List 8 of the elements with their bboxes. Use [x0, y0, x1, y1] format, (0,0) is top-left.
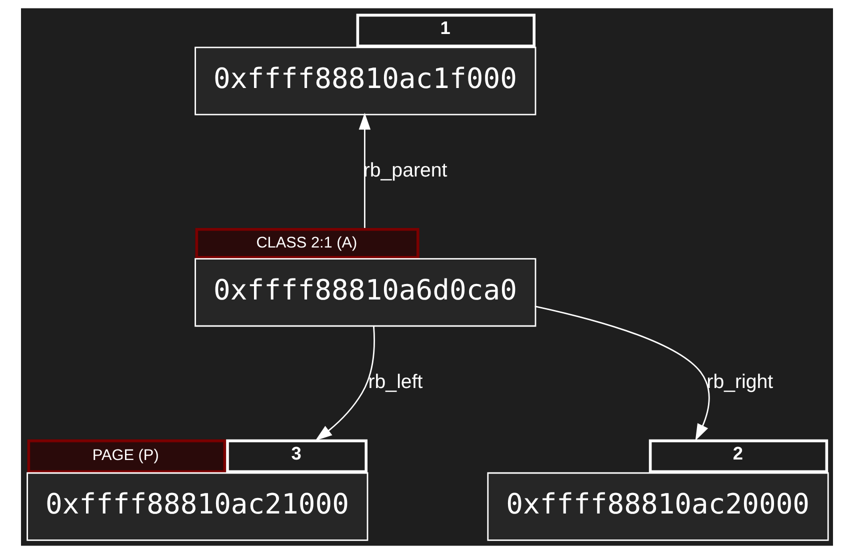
- arrow: [534, 306, 710, 441]
- edge-label: rb_right: [706, 370, 774, 393]
- arrow: [315, 326, 375, 441]
- arrow: [358, 112, 371, 228]
- edge-label: rb_left: [368, 370, 423, 393]
- node-label: 2: [732, 444, 744, 464]
- node-label: 1: [440, 18, 450, 38]
- node-label: 3: [291, 444, 302, 464]
